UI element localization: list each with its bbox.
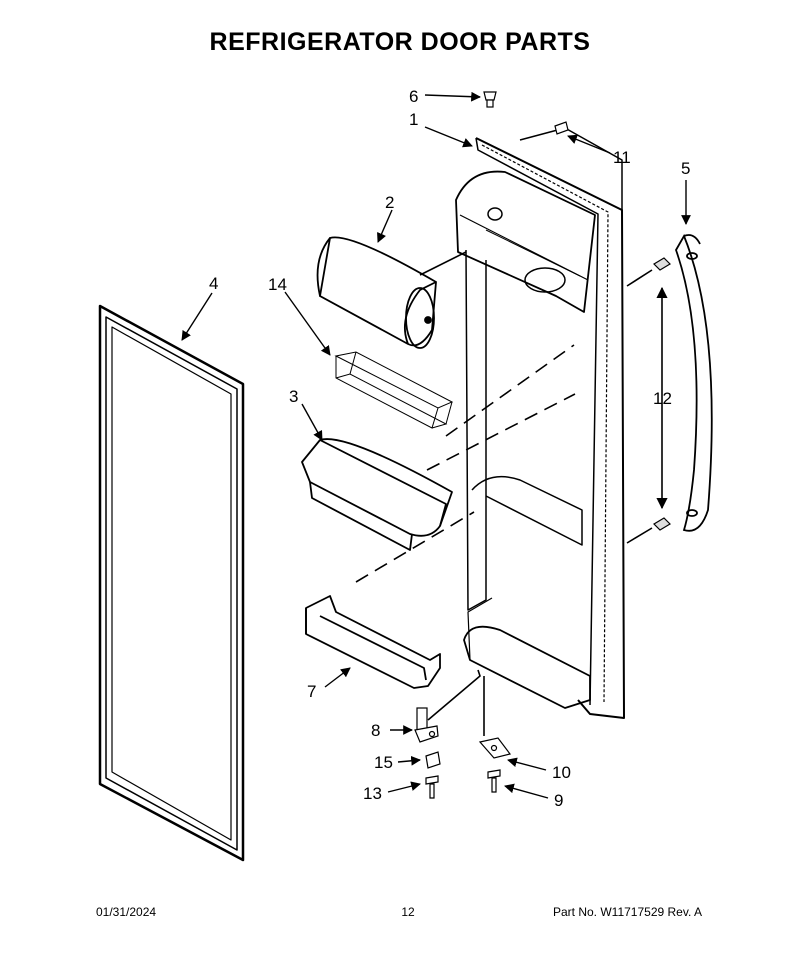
- hinge-bracket: [478, 737, 512, 759]
- plug: [483, 91, 497, 108]
- hinge-pin: [414, 707, 439, 743]
- bottom-door-bin: [305, 595, 441, 689]
- callout-3: 3: [289, 387, 298, 406]
- door-handle: [675, 233, 713, 532]
- assembly-lines: [355, 251, 668, 736]
- handle-screw-bottom: [653, 517, 671, 531]
- callout-5: 5: [681, 159, 690, 178]
- wire-shelf: [334, 351, 454, 429]
- footer-page-number: 12: [401, 905, 415, 919]
- callout-12: 12: [653, 389, 672, 408]
- bracket-screw: [487, 769, 501, 793]
- page-title: REFRIGERATOR DOOR PARTS: [209, 28, 591, 56]
- door-bin: [301, 438, 453, 551]
- callout-2: 2: [385, 193, 394, 212]
- footer-date: 01/31/2024: [96, 905, 157, 919]
- callout-11: 11: [613, 148, 631, 167]
- callout-7: 7: [307, 682, 316, 701]
- callout-9: 9: [554, 791, 563, 810]
- leader-arrows: [181, 91, 691, 799]
- callout-13: 13: [363, 784, 382, 803]
- dispenser-cover: [316, 236, 437, 349]
- footer-part-number: Part No. W11717529 Rev. A: [553, 905, 702, 919]
- callout-1: 1: [409, 110, 418, 129]
- callout-15: 15: [374, 753, 393, 772]
- callout-8: 8: [371, 721, 380, 740]
- label: [554, 121, 569, 135]
- handle-screw-top: [653, 257, 671, 271]
- door-liner: [455, 127, 625, 719]
- callout-4: 4: [209, 274, 218, 293]
- callout-14: 14: [268, 275, 287, 294]
- hinge-screw: [425, 775, 439, 799]
- callout-6: 6: [409, 87, 418, 106]
- callout-10: 10: [552, 763, 571, 782]
- door-gasket: [98, 304, 245, 862]
- door-cam: [425, 751, 441, 769]
